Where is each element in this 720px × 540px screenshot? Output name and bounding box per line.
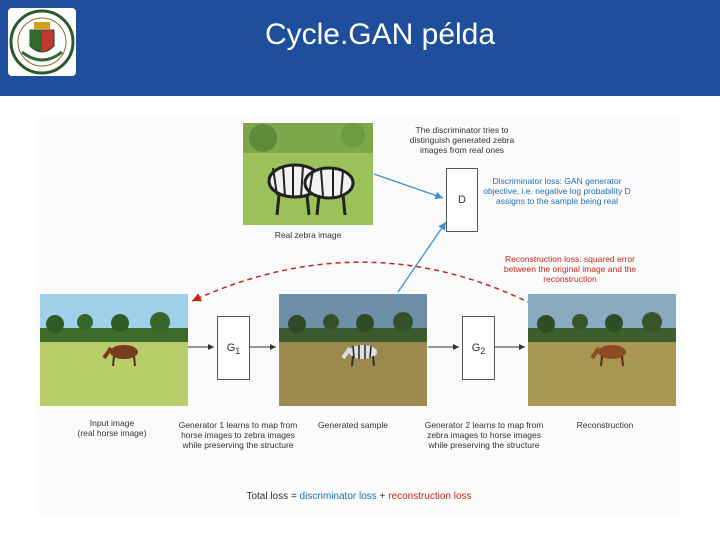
total-loss-plus: +: [376, 491, 389, 502]
generated-caption: Generated sample: [318, 420, 388, 430]
arrow-generated-to-d: [397, 221, 447, 293]
generator-1-box: G1: [217, 316, 250, 380]
reconstruction-loss-note: Reconstruction loss: squared error betwe…: [503, 254, 637, 284]
generator-1-label: G: [226, 342, 236, 354]
total-loss-prefix: Total loss =: [246, 491, 300, 502]
discriminator-loss-note: Discriminator loss: GAN generator object…: [483, 176, 631, 206]
generator-2-note: Generator 2 learns to map from zebra ima…: [424, 420, 544, 450]
input-caption-line1: Input image: [89, 418, 135, 428]
input-caption-line2: (real horse image): [77, 428, 147, 438]
reconstruction-photo: [528, 294, 676, 406]
university-logo: [8, 8, 76, 76]
generated-zebra-photo: [279, 294, 427, 406]
real-zebra-photo: [243, 123, 373, 225]
generator-1-subscript: 1: [235, 346, 241, 357]
generator-1-note: Generator 1 learns to map from horse ima…: [178, 420, 298, 450]
discriminator-label: D: [458, 194, 466, 206]
slide-title: Cycle.GAN példa: [264, 18, 496, 51]
total-loss-line: Total loss = discriminator loss + recons…: [37, 491, 681, 502]
real-zebra-caption: Real zebra image: [274, 230, 342, 240]
discriminator-note: The discriminator tries to distinguish g…: [409, 125, 515, 155]
total-loss-reconstruction: reconstruction loss: [388, 491, 472, 502]
reconstruction-arc: [191, 261, 551, 317]
discriminator-box: D: [446, 168, 478, 232]
generator-2-box: G2: [462, 316, 495, 380]
generator-2-label: G: [471, 342, 481, 354]
total-loss-discriminator: discriminator loss: [299, 491, 377, 502]
reconstruction-caption: Reconstruction: [576, 420, 634, 430]
generator-2-subscript: 2: [480, 346, 486, 357]
arrow-real-to-d: [373, 173, 444, 200]
input-horse-photo: [40, 294, 188, 406]
coat-of-arms-icon: [9, 9, 75, 75]
header-wave: [0, 70, 720, 93]
